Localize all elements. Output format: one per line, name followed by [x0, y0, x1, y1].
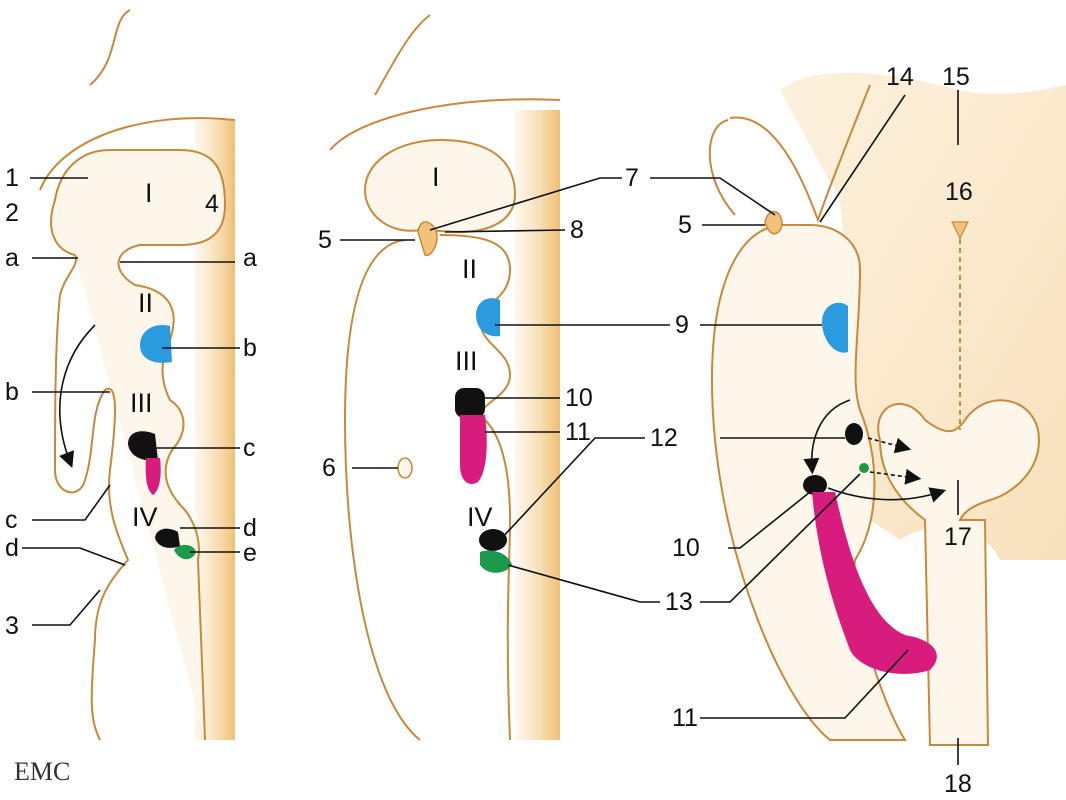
middle-struct-7-8 — [418, 222, 437, 255]
right-label-15: 15 — [942, 63, 970, 91]
right-panel — [710, 73, 1066, 745]
middle-roman-IV: IV — [467, 502, 493, 532]
middle-magenta-11 — [460, 415, 487, 484]
left-label-e: e — [243, 539, 257, 567]
right-green-13 — [859, 463, 869, 473]
left-label-d-right: d — [243, 514, 257, 542]
right-trachea-thyroid — [878, 400, 1039, 745]
left-panel — [40, 10, 235, 740]
middle-label-7: 7 — [625, 164, 639, 192]
middle-black-12 — [479, 529, 507, 551]
right-label-5: 5 — [678, 211, 692, 239]
right-label-14: 14 — [886, 63, 914, 91]
middle-body-outline — [345, 240, 420, 740]
middle-label-8: 8 — [570, 216, 584, 244]
middle-top-curve — [375, 15, 430, 95]
right-black-12 — [845, 423, 863, 445]
middle-green-13 — [480, 551, 512, 573]
left-label-a-left: a — [5, 244, 19, 272]
middle-blue-thymus — [476, 298, 500, 336]
left-top-curve — [90, 10, 130, 85]
middle-label-11: 11 — [565, 418, 591, 446]
right-label-18: 18 — [944, 770, 972, 798]
left-label-1: 1 — [5, 164, 19, 192]
middle-label-5: 5 — [318, 226, 332, 254]
right-label-10: 10 — [672, 534, 700, 562]
middle-head-outline — [365, 140, 515, 232]
left-roman-IV: IV — [132, 502, 158, 532]
middle-roman-III: III — [455, 346, 478, 376]
middle-label-13: 13 — [665, 588, 693, 616]
right-label-11: 11 — [672, 704, 698, 732]
left-roman-I: I — [145, 178, 153, 208]
left-label-c-right: c — [243, 434, 256, 462]
middle-panel — [330, 15, 560, 740]
right-label-16: 16 — [945, 178, 973, 206]
middle-label-10: 10 — [565, 384, 593, 412]
left-roman-III: III — [130, 388, 153, 418]
left-label-b-right: b — [243, 334, 257, 362]
left-label-c-left: c — [5, 506, 18, 534]
left-label-3: 3 — [5, 612, 19, 640]
left-label-4: 4 — [205, 190, 219, 218]
left-label-a-right: a — [243, 244, 257, 272]
left-roman-II: II — [138, 288, 153, 318]
middle-black-parathyroid-10 — [455, 388, 485, 418]
right-label-17: 17 — [944, 523, 972, 551]
middle-roman-II: II — [462, 254, 477, 284]
left-label-2: 2 — [5, 199, 19, 227]
emc-logo: EMC — [14, 757, 70, 786]
middle-struct-6 — [398, 458, 412, 478]
left-arrow — [60, 325, 95, 462]
middle-label-6: 6 — [322, 454, 336, 482]
middle-label-12: 12 — [650, 424, 678, 452]
left-label-b-left: b — [5, 378, 19, 406]
middle-mesenchyme-band — [515, 110, 560, 740]
left-label-d-left: d — [5, 534, 19, 562]
middle-label-9: 9 — [675, 311, 689, 339]
middle-roman-I: I — [432, 162, 440, 192]
